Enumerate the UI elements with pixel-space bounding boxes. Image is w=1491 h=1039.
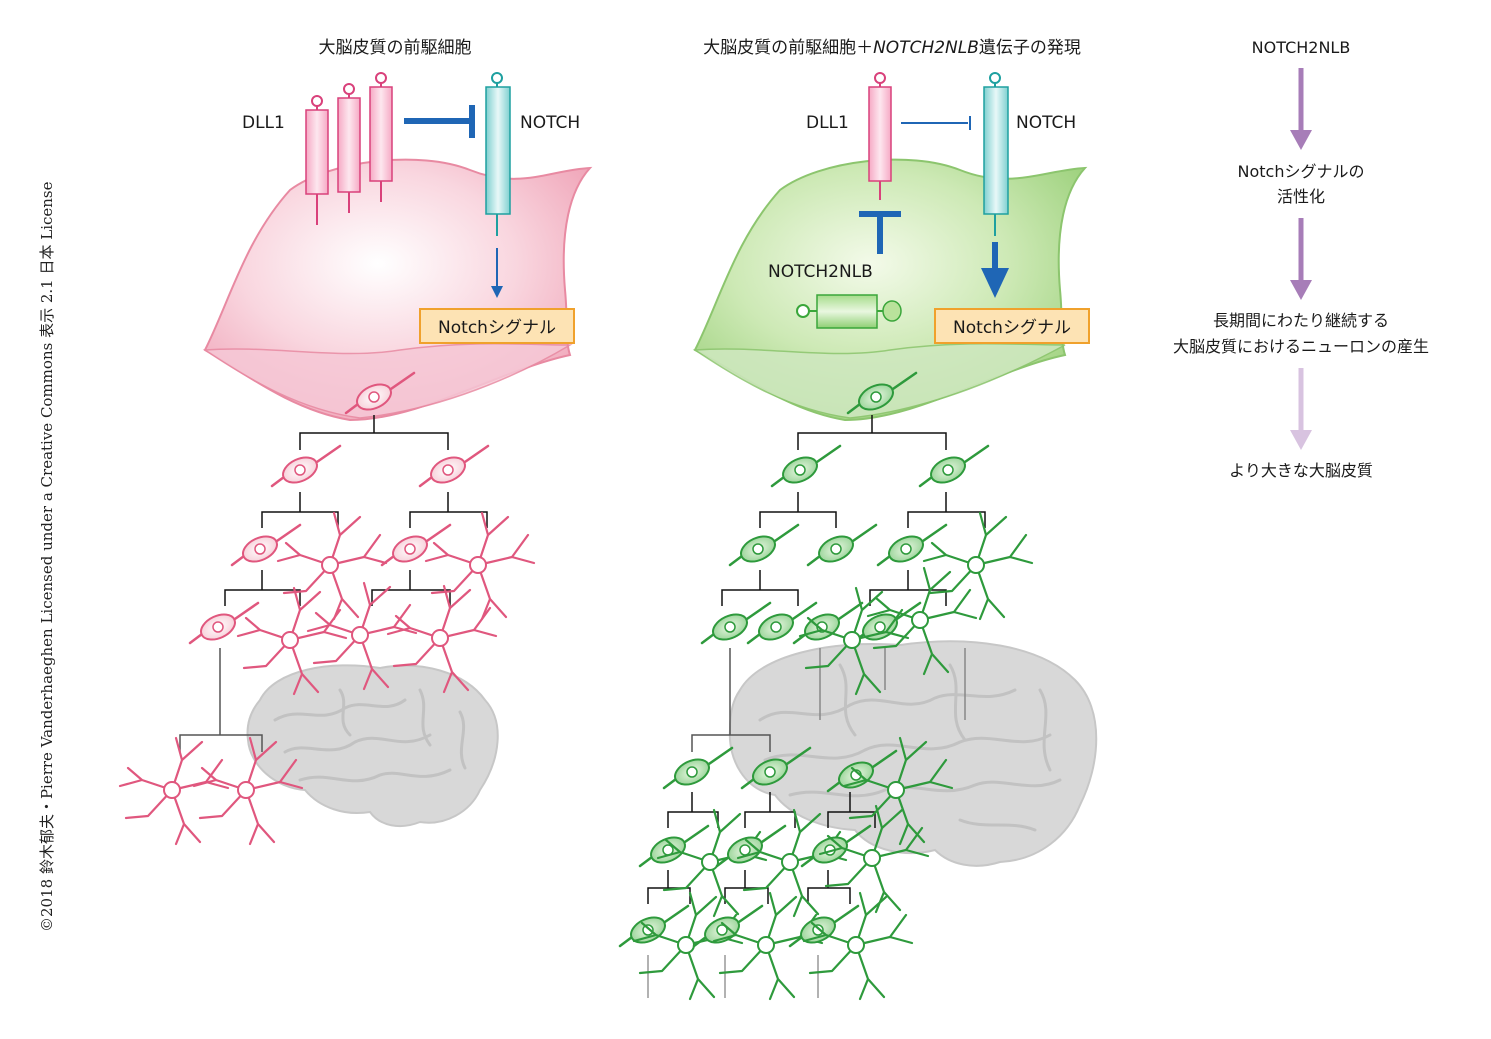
progenitor-cell xyxy=(740,746,812,790)
notch2nlb-protein xyxy=(796,294,902,329)
flow-arrow-3 xyxy=(1290,368,1312,450)
notch-receptor-left xyxy=(485,72,511,236)
progenitor-cell-middle xyxy=(692,158,1088,422)
notch-signal-box-middle: Notchシグナル xyxy=(934,308,1090,344)
flow-arrow-2 xyxy=(1290,218,1312,300)
lineage-lines-middle xyxy=(647,415,986,998)
brain-left xyxy=(246,664,499,828)
progenitor-cell xyxy=(918,444,990,488)
progenitor-cell xyxy=(715,824,787,868)
weak-inhibition-middle xyxy=(901,116,971,130)
flow-step-1: NOTCH2NLB xyxy=(1252,38,1351,57)
neuron-cell xyxy=(276,511,388,621)
dll1-label-left: DLL1 xyxy=(242,113,285,133)
strong-inhibition-middle xyxy=(859,211,901,254)
dll1-label-middle: DLL1 xyxy=(806,113,849,133)
progenitor-cell xyxy=(770,444,842,488)
progenitor-cell-left xyxy=(202,158,593,422)
copyright-text: ©2018 鈴木郁夫・Pierre Vanderhaeghen Licensed… xyxy=(38,181,56,932)
flow-step-3-line-2: 大脳皮質におけるニューロンの産生 xyxy=(1173,337,1429,356)
signal-arrow-left xyxy=(491,248,503,298)
lineage-lines-left xyxy=(179,415,488,752)
progenitor-cell xyxy=(270,444,342,488)
neuron-cell xyxy=(842,736,954,846)
progenitor-cell xyxy=(700,601,772,645)
flow-step-4: より大きな大脳皮質 xyxy=(1229,461,1373,480)
progenitor-cell xyxy=(230,523,302,567)
neuron-cell xyxy=(818,804,930,914)
neuron-cell xyxy=(306,581,418,691)
progenitor-cell xyxy=(806,523,878,567)
middle-title-part1: 大脳皮質の前駆細胞＋ xyxy=(703,38,873,58)
dll1-receptors-left xyxy=(305,72,393,225)
neuron-cell xyxy=(922,511,1034,621)
dll1-receptor-middle xyxy=(868,72,892,200)
notch-signal-label-middle: Notchシグナル xyxy=(953,318,1071,338)
notch-signal-box-left: Notchシグナル xyxy=(419,308,575,344)
progenitor-cell xyxy=(800,824,872,868)
notch-label-middle: NOTCH xyxy=(1016,113,1076,133)
neuron-cell xyxy=(192,736,304,846)
progenitor-cell xyxy=(188,601,260,645)
middle-title-part2: 遺伝子の発現 xyxy=(979,38,1081,58)
neuron-cell xyxy=(386,584,498,694)
flow-step-2-line-2: 活性化 xyxy=(1277,187,1325,206)
notch-receptor-middle xyxy=(983,72,1009,236)
neuron-cell xyxy=(424,511,536,621)
signal-arrow-middle xyxy=(981,242,1009,298)
inhibition-bar-left xyxy=(404,105,475,138)
notch-signal-label-left: Notchシグナル xyxy=(438,318,556,338)
middle-panel-title: 大脳皮質の前駆細胞＋NOTCH2NLB遺伝子の発現 xyxy=(703,38,1081,58)
neuron-cell xyxy=(632,891,744,1001)
flow-step-2-line-1: Notchシグナルの xyxy=(1238,162,1365,181)
progenitor-cell xyxy=(876,523,948,567)
notch-label-left: NOTCH xyxy=(520,113,580,133)
neuron-cell xyxy=(236,586,348,696)
neuron-cell xyxy=(712,891,824,1001)
progenitor-cell xyxy=(344,371,416,415)
notch2nlb-label-middle: NOTCH2NLB xyxy=(768,262,873,282)
neuron-cell xyxy=(798,586,910,696)
progenitor-cell xyxy=(728,523,800,567)
flow-step-3-line-1: 長期間にわたり継続する xyxy=(1213,311,1389,330)
progenitor-cell xyxy=(380,523,452,567)
neuron-cell xyxy=(118,736,230,846)
progenitor-cell xyxy=(638,824,710,868)
progenitor-cell xyxy=(662,746,734,790)
neuron-cell xyxy=(866,566,978,676)
neuron-cell xyxy=(802,891,914,1001)
lineage-cells xyxy=(118,371,1034,1001)
flow-arrow-1 xyxy=(1290,68,1312,150)
progenitor-cell xyxy=(846,371,918,415)
middle-title-italic: NOTCH2NLB xyxy=(873,38,979,58)
flow-column: NOTCH2NLB Notchシグナルの 活性化 長期間にわたり継続する 大脳皮… xyxy=(1173,38,1429,480)
progenitor-cell xyxy=(850,601,922,645)
progenitor-cell xyxy=(418,444,490,488)
progenitor-cell xyxy=(746,601,818,645)
left-panel-title: 大脳皮質の前駆細胞 xyxy=(319,38,472,58)
